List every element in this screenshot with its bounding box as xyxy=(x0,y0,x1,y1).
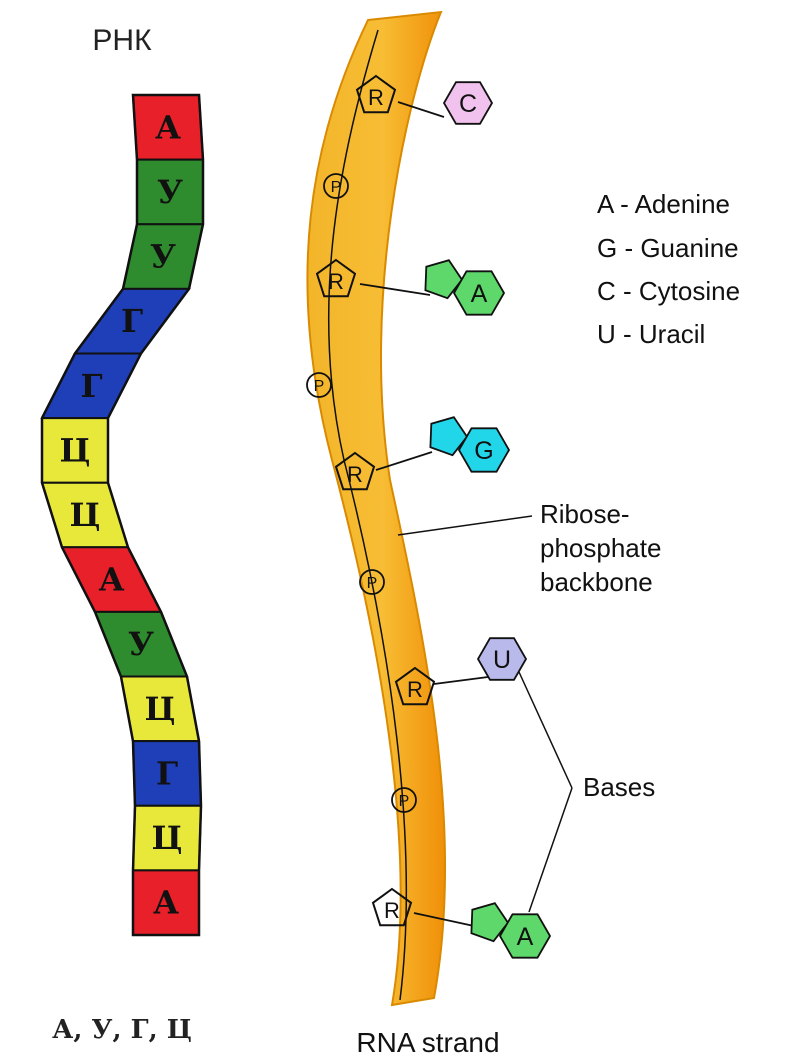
base-letter: A xyxy=(517,923,534,951)
base-letter: G xyxy=(474,437,493,465)
base-legend: A - Adenine G - Guanine C - Cytosine U -… xyxy=(597,189,740,349)
bases-label: Bases xyxy=(583,772,655,802)
ribbon-segment-letter: У xyxy=(150,238,176,276)
base-link-line xyxy=(434,677,488,684)
phosphate-letter: P xyxy=(331,179,342,196)
backbone-callout-line xyxy=(398,516,532,535)
ribbon-segment: Г xyxy=(133,741,201,806)
ribose-letter: R xyxy=(384,898,400,923)
backbone-strand xyxy=(307,12,445,1005)
ribbon-segment-letter: Г xyxy=(121,302,143,340)
ribbon-segment-letter: Г xyxy=(156,754,178,792)
bases-bracket-upper xyxy=(519,672,572,788)
ribbon-segment-letter: У xyxy=(157,173,183,211)
right-panel: R R R R R P P P P C A G U A Ribose- phosphate backb… xyxy=(307,12,740,1058)
ribbon-segment-letter: Ц xyxy=(60,431,91,469)
rna-strand-label: RNA strand xyxy=(356,1027,499,1058)
ribbon-segment: Ц xyxy=(121,677,199,742)
base-letter: A xyxy=(471,280,488,308)
legend-cytosine: C - Cytosine xyxy=(597,276,740,306)
phosphate-letter: P xyxy=(399,793,410,810)
ribbon-segment-letter: А xyxy=(153,884,179,922)
backbone-label: Ribose- phosphate backbone xyxy=(540,499,669,597)
ribose-letter: R xyxy=(328,269,344,294)
base-g-purine: G xyxy=(376,417,509,472)
legend-uracil: U - Uracil xyxy=(597,319,705,349)
legend-adenine: A - Adenine xyxy=(597,189,730,219)
bases-bracket-lower xyxy=(529,788,572,912)
ribbon-segment: У xyxy=(137,160,203,225)
base-letter: U xyxy=(493,646,511,674)
ribbon-segment: Ц xyxy=(133,806,201,871)
rnk-title: РНК xyxy=(92,24,152,57)
phosphate-letter: P xyxy=(314,378,325,395)
ribbon-segment: Ц xyxy=(42,418,108,483)
ribbon-segment: А xyxy=(133,870,199,935)
legend-guanine: G - Guanine xyxy=(597,233,739,263)
ribbon-segment: А xyxy=(62,547,161,612)
ribbon-segment-letter: Ц xyxy=(145,690,176,728)
ribbon-segment: А xyxy=(133,95,203,160)
ribbon-segment-letter: Ц xyxy=(70,496,101,534)
ribbon-segment: Ц xyxy=(42,483,128,548)
ribbon-segment: Г xyxy=(42,353,141,418)
ribbon-segment-letter: А xyxy=(98,561,124,599)
ribbon-segment: Г xyxy=(75,289,189,354)
ribose-letter: R xyxy=(347,462,363,487)
ribbon-segment-letter: У xyxy=(128,625,154,663)
ribose-letter: R xyxy=(407,677,423,702)
ribbon-segment-letter: Г xyxy=(80,367,102,405)
ribbon-segment-letter: Ц xyxy=(152,819,183,857)
ribose-letter: R xyxy=(368,85,384,110)
base-u-pyrimidine: U xyxy=(434,638,526,684)
base-letters-caption: А, У, Г, Ц xyxy=(52,1015,192,1045)
ribbon-segment-letter: А xyxy=(155,108,181,146)
base-letter: C xyxy=(459,90,477,118)
phosphate-letter: P xyxy=(367,575,378,592)
